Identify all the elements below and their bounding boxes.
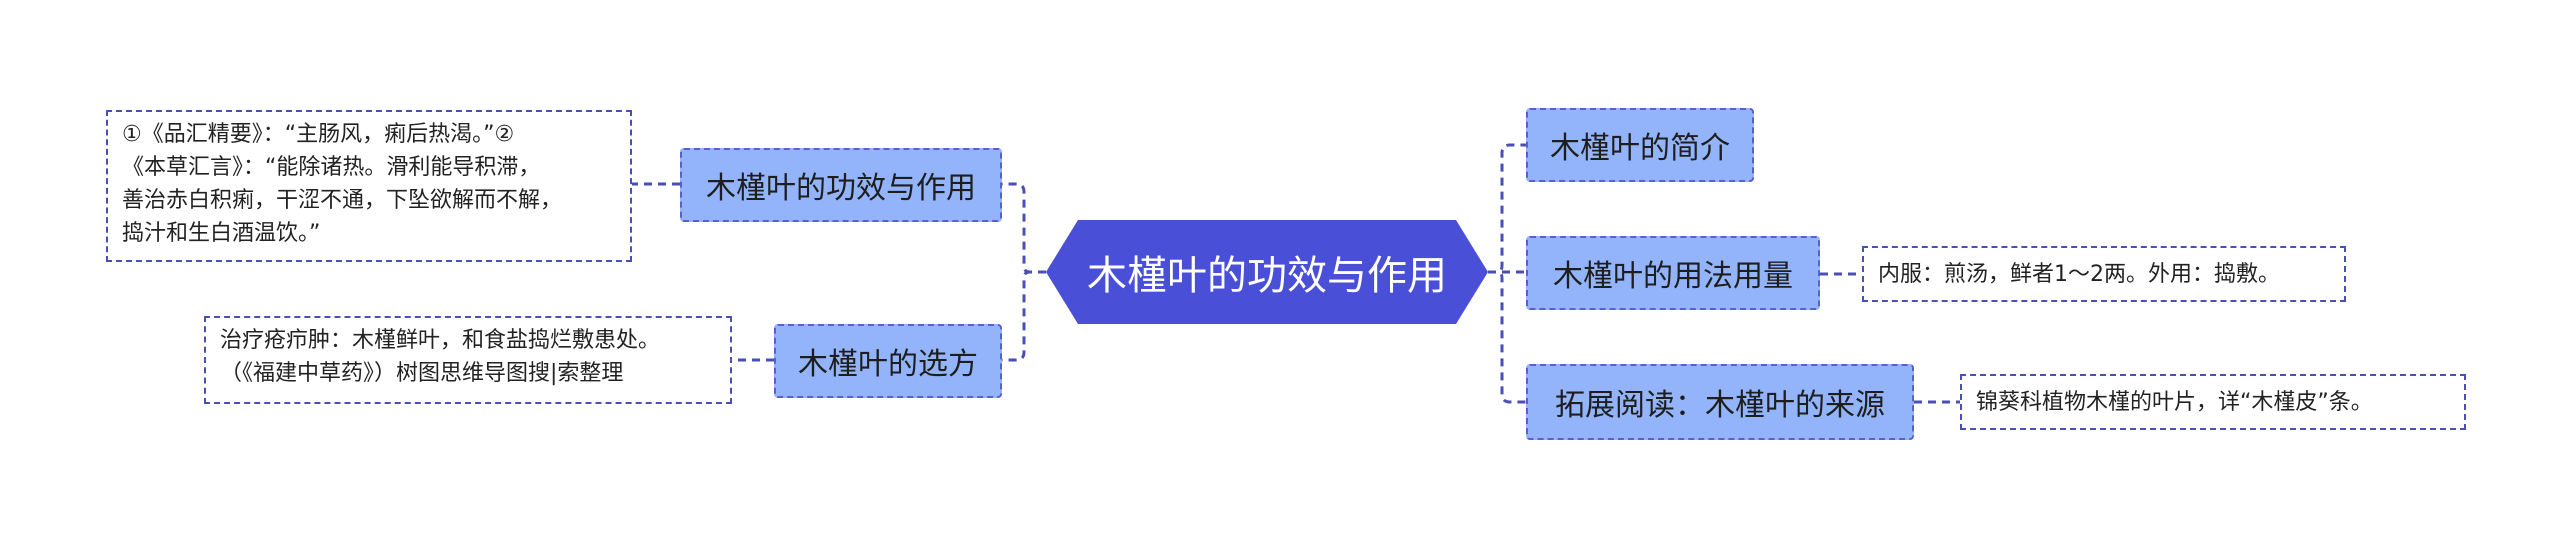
note-prescriptions[interactable]: 治疗疮疖肿：木槿鲜叶，和食盐捣烂敷患处。 （《福建中草药》）树图思维导图搜|索整… [204,316,732,404]
branch-efficacy[interactable]: 木槿叶的功效与作用 [680,148,1002,222]
branch-usage-dosage-label: 木槿叶的用法用量 [1553,259,1793,294]
note-efficacy[interactable]: ①《品汇精要》：“主肠风，痢后热渴。”② 《本草汇言》：“能除诸热。滑利能导积滞… [106,110,632,262]
note-source-text: 锦葵科植物木槿的叶片，详“木槿皮”条。 [1976,389,2373,415]
branch-prescriptions-label: 木槿叶的选方 [798,347,978,382]
note-efficacy-text: ①《品汇精要》：“主肠风，痢后热渴。”② 《本草汇言》：“能除诸热。滑利能导积滞… [122,122,563,246]
note-source[interactable]: 锦葵科植物木槿的叶片，详“木槿皮”条。 [1960,374,2466,430]
note-usage-dosage-text: 内服：煎汤，鲜者1～2两。外用：捣敷。 [1878,261,2280,287]
note-usage-dosage[interactable]: 内服：煎汤，鲜者1～2两。外用：捣敷。 [1862,246,2346,302]
branch-efficacy-label: 木槿叶的功效与作用 [706,171,976,206]
note-prescriptions-text: 治疗疮疖肿：木槿鲜叶，和食盐捣烂敷患处。 （《福建中草药》）树图思维导图搜|索整… [220,328,661,386]
branch-introduction[interactable]: 木槿叶的简介 [1526,108,1754,182]
branch-introduction-label: 木槿叶的简介 [1550,131,1730,166]
branch-prescriptions[interactable]: 木槿叶的选方 [774,324,1002,398]
branch-source-label: 拓展阅读：木槿叶的来源 [1555,388,1885,423]
central-topic[interactable]: 木槿叶的功效与作用 [1046,220,1488,324]
central-topic-label: 木槿叶的功效与作用 [1087,253,1447,299]
branch-usage-dosage[interactable]: 木槿叶的用法用量 [1526,236,1820,310]
branch-source[interactable]: 拓展阅读：木槿叶的来源 [1526,364,1914,440]
